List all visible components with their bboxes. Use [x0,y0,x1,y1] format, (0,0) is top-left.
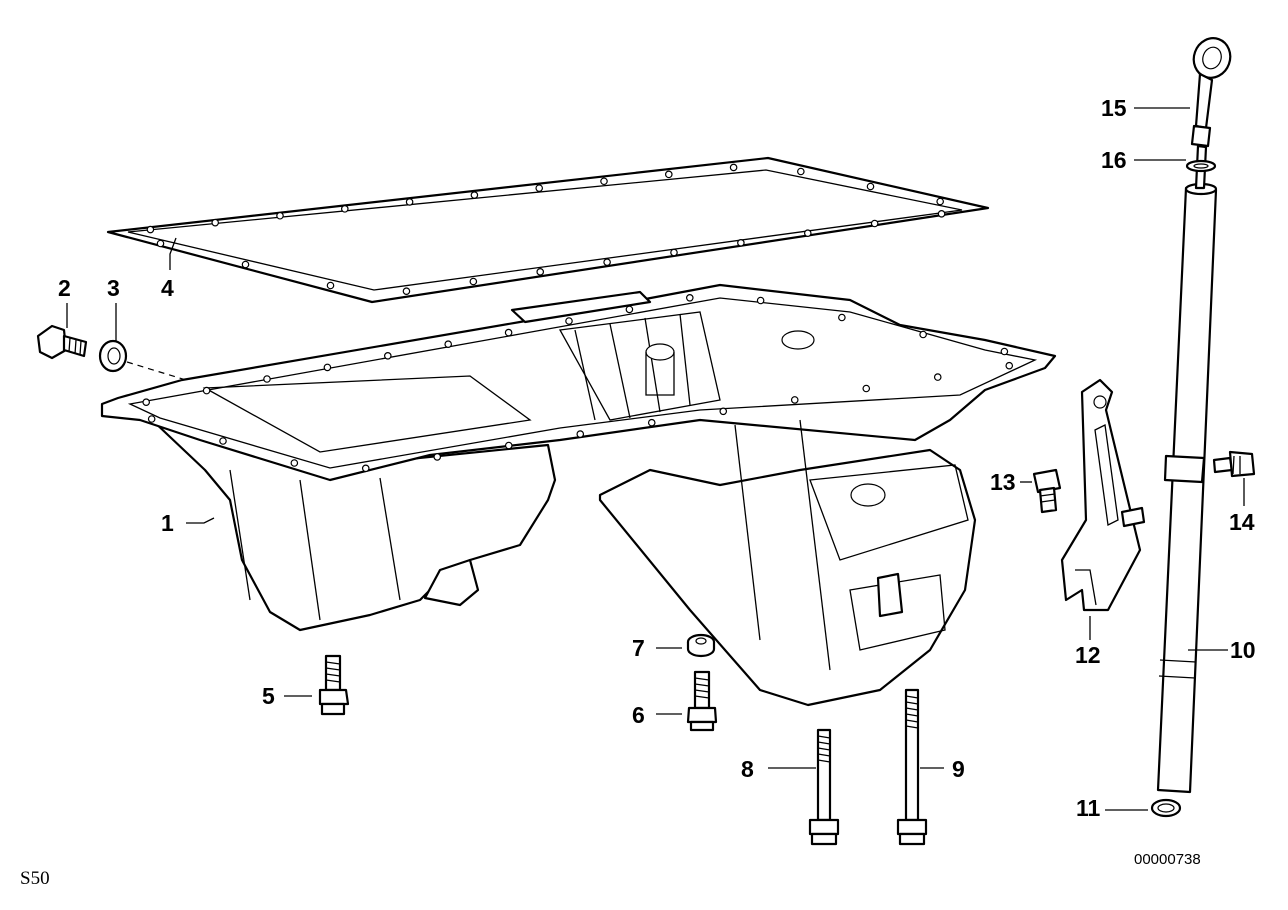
bolt-hole [685,293,694,302]
bolt-hole [838,313,846,322]
bolt-hole [576,430,585,438]
callout-5[interactable]: 5 [262,683,275,709]
bolt-hole [340,205,349,213]
bolt-hole [433,453,442,461]
bolt-hole [919,330,927,339]
drain-plug-seal-ring[interactable] [98,339,128,373]
callout-2[interactable]: 2 [58,275,71,301]
bolt-hole [797,167,805,176]
callout-13[interactable]: 13 [990,469,1016,495]
drawing-number: 00000738 [1134,851,1201,868]
callout-9[interactable]: 9 [952,756,965,782]
callout-labels: 1 2 3 4 5 6 7 8 9 10 11 12 13 14 15 16 [58,95,1256,821]
bolt-hole [647,418,656,427]
callout-14[interactable]: 14 [1229,509,1255,535]
bolt-hole [469,277,478,286]
bolt-hole [600,177,608,186]
bolt-hole [504,441,513,450]
bolt-hole [535,184,544,192]
bolt-hole [1000,347,1009,356]
dipstick-tube[interactable] [1156,182,1218,794]
dipstick-tube-bracket[interactable] [1060,378,1146,612]
model-label: S50 [20,868,50,889]
bolt-hole [866,182,875,191]
bolt-hole [756,296,765,305]
bolt-hole [625,305,634,314]
oil-pan-gasket[interactable] [106,156,990,304]
bolt-hole [146,225,155,234]
oil-pan-flange-holes [142,293,1014,473]
callout-11[interactable]: 11 [1076,795,1101,821]
bolt-hole [402,287,411,295]
bolt-hole [142,398,151,407]
bolt-14[interactable] [1212,450,1256,478]
bolt-hole [937,210,946,218]
callout-8[interactable]: 8 [741,756,754,782]
bolt-5[interactable] [318,654,350,716]
bolt-hole [870,219,879,228]
bolt-8[interactable] [808,728,840,846]
assembly-line-drain [126,361,187,381]
bolt-hole [470,191,479,199]
oil-pan[interactable] [100,283,1057,707]
bolt-hole [276,211,284,220]
callout-7[interactable]: 7 [632,635,645,661]
bolt-hole [803,229,812,237]
callout-6[interactable]: 6 [632,702,645,728]
bolt-hole [405,198,414,206]
bolt-6[interactable] [686,670,718,732]
bolt-hole [790,396,799,404]
bolt-hole [664,170,673,179]
bolt-hole [737,239,745,247]
bolt-hole [719,407,728,416]
bolt-hole [729,163,738,172]
bolt-hole [1005,361,1014,370]
leader-lines [66,107,1245,811]
bolt-hole [361,464,370,473]
bolt-hole [241,260,250,269]
callout-16[interactable]: 16 [1101,147,1127,173]
callout-1[interactable]: 1 [161,510,174,536]
bolt-hole [603,258,611,266]
callout-4[interactable]: 4 [161,275,174,301]
bolt-hole [504,328,513,337]
drain-plug[interactable] [36,324,88,360]
bolt-hole [933,373,942,381]
callout-15[interactable]: 15 [1101,95,1127,121]
bolt-hole [323,363,332,372]
callout-12[interactable]: 12 [1075,642,1101,668]
washer-7[interactable] [686,633,716,658]
dipstick[interactable] [1188,33,1236,190]
bolt-hole [156,239,165,248]
gasket-bolt-holes [146,163,946,295]
bolt-hole [565,317,573,325]
bolt-hole [263,375,271,383]
callout-10[interactable]: 10 [1230,637,1256,663]
bolt-hole [326,281,335,290]
bolt-hole [383,351,392,360]
bolt-hole [211,218,220,227]
bolt-hole [536,268,545,276]
bolt-hole [862,384,871,393]
bolt-13[interactable] [1032,468,1062,514]
o-ring-16[interactable] [1185,159,1217,173]
bolt-hole [219,437,227,445]
bolt-hole [147,415,156,423]
bolt-hole [444,340,453,349]
o-ring-11[interactable] [1150,798,1182,818]
bolt-9[interactable] [896,688,928,846]
bolt-hole [936,197,944,206]
bolt-hole [290,459,299,467]
bolt-hole [670,248,678,257]
bolt-hole [202,386,211,395]
callout-3[interactable]: 3 [107,275,120,301]
